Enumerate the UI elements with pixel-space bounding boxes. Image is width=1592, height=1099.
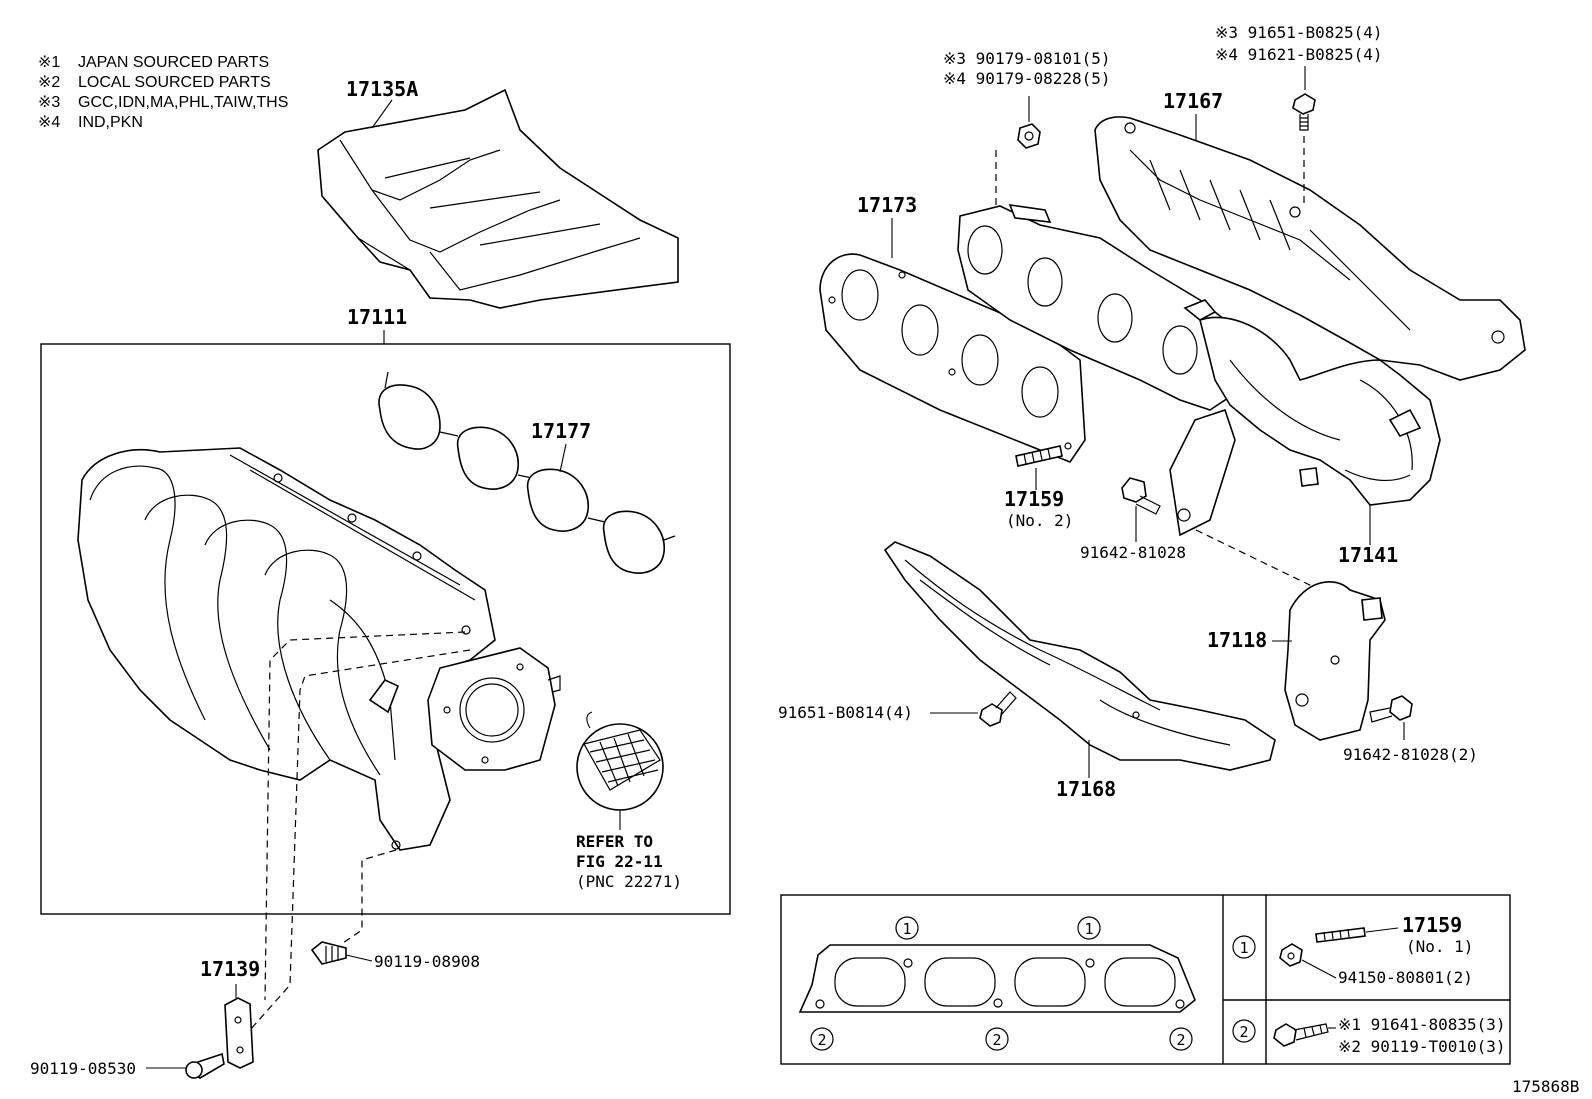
bolt-91651-B0814[interactable] [979, 691, 1017, 727]
svg-text:2: 2 [817, 1031, 826, 1049]
heat-insulator-17167[interactable] [1094, 116, 1526, 381]
bolt-91651-B0825[interactable] [1292, 93, 1316, 131]
svg-text:1: 1 [902, 920, 911, 938]
sourcing-notes: ※1 JAPAN SOURCED PARTS ※2 LOCAL SOURCED … [38, 54, 288, 131]
note-1-text: JAPAN SOURCED PARTS [78, 54, 269, 71]
inset-bolt-line-1: ※1 91641-80835(3) [1338, 1015, 1506, 1034]
callout-circle-2b: 2 [985, 1027, 1009, 1051]
svg-text:2: 2 [1176, 1031, 1185, 1049]
inset-label-17159: 17159 [1402, 913, 1462, 937]
inset-gasket-drawing [798, 944, 1196, 1013]
label-17135A: 17135A [346, 77, 418, 101]
svg-text:1: 1 [1239, 939, 1248, 957]
note-2-mark: ※2 [38, 74, 60, 91]
dashed-lead-bracket-1 [264, 631, 466, 1001]
svg-text:2: 2 [992, 1031, 1001, 1049]
label-17159: 17159 [1004, 487, 1064, 511]
heat-insulator-17168[interactable] [883, 541, 1276, 771]
label-17177: 17177 [531, 419, 591, 443]
note-4-text: IND,PKN [78, 114, 143, 131]
nut-note-line-2: ※4 90179-08228(5) [943, 69, 1111, 88]
refer-line-2: FIG 22-11 [576, 852, 663, 871]
dashed-lead-bracket-2 [249, 649, 471, 1031]
stud-17159-no1[interactable] [1315, 927, 1366, 943]
note-2-text: LOCAL SOURCED PARTS [78, 74, 271, 91]
inset-label-17159-sub: (No. 1) [1406, 937, 1473, 956]
label-17173: 17173 [857, 193, 917, 217]
label-90119-08530: 90119-08530 [30, 1059, 136, 1078]
bolt-91642-81028[interactable] [1121, 477, 1161, 515]
callout-circle-1a: 1 [895, 916, 919, 940]
bolt-90119-08908[interactable] [310, 941, 347, 965]
svg-text:1: 1 [1084, 920, 1093, 938]
bolt-91641-90119-inset[interactable] [1273, 1023, 1329, 1047]
inset-bolt-line-2: ※2 90119-T0010(3) [1338, 1037, 1506, 1056]
refer-line-3: (PNC 22271) [576, 872, 682, 891]
key-circle-2: 2 [1232, 1019, 1256, 1043]
label-17139: 17139 [200, 957, 260, 981]
bracket-17118[interactable] [1284, 581, 1386, 741]
label-17167: 17167 [1163, 89, 1223, 113]
exhaust-gasket-17173[interactable] [819, 253, 1086, 463]
callout-circle-2c: 2 [1169, 1027, 1193, 1051]
label-17159-sub: (No. 2) [1006, 511, 1073, 530]
engine-cover-17135A[interactable] [317, 88, 679, 309]
note-3-mark: ※3 [38, 94, 60, 111]
intake-manifold-assembly-box [40, 343, 731, 915]
note-4-mark: ※4 [38, 114, 60, 131]
label-17118: 17118 [1207, 628, 1267, 652]
label-17168: 17168 [1056, 777, 1116, 801]
exhaust-manifold-17141[interactable] [957, 204, 1441, 537]
inset-label-94150-80801: 94150-80801(2) [1338, 968, 1473, 987]
nut-94150-80801[interactable] [1279, 943, 1303, 967]
callout-circle-1b: 1 [1077, 916, 1101, 940]
bolt-91642-81028-x2[interactable] [1369, 695, 1413, 723]
label-91651-B0814: 91651-B0814(4) [778, 703, 913, 722]
label-91642-81028: 91642-81028 [1080, 543, 1186, 562]
refer-mesh-circle [576, 711, 664, 830]
nut-note-line-1: ※3 90179-08101(5) [943, 49, 1111, 68]
dashed-lead-bracket-17118 [1195, 529, 1321, 591]
fastener-inset-box [780, 894, 1511, 1065]
bolt-note-line-2: ※4 91621-B0825(4) [1215, 45, 1383, 64]
note-1-mark: ※1 [38, 54, 60, 71]
label-17141: 17141 [1338, 543, 1398, 567]
bolt-90119-08530[interactable] [185, 1052, 225, 1079]
refer-line-1: REFER TO [576, 832, 653, 851]
bracket-17139[interactable] [224, 997, 254, 1069]
figure-id: 175868B [1512, 1077, 1579, 1096]
intake-manifold-17111[interactable] [77, 447, 561, 851]
svg-text:2: 2 [1239, 1023, 1248, 1041]
stud-17159-no2[interactable] [1015, 445, 1063, 467]
nut-90179[interactable] [1017, 123, 1041, 149]
note-3-text: GCC,IDN,MA,PHL,TAIW,THS [78, 94, 288, 111]
intake-gasket-17177[interactable] [378, 371, 676, 574]
label-91642-81028-2: 91642-81028(2) [1343, 745, 1478, 764]
bolt-note-line-1: ※3 91651-B0825(4) [1215, 23, 1383, 42]
dashed-lead-bolt-08908 [339, 849, 397, 946]
callout-circle-2a: 2 [810, 1027, 834, 1051]
key-circle-1: 1 [1232, 935, 1256, 959]
label-17111: 17111 [347, 305, 407, 329]
label-90119-08908: 90119-08908 [374, 952, 480, 971]
